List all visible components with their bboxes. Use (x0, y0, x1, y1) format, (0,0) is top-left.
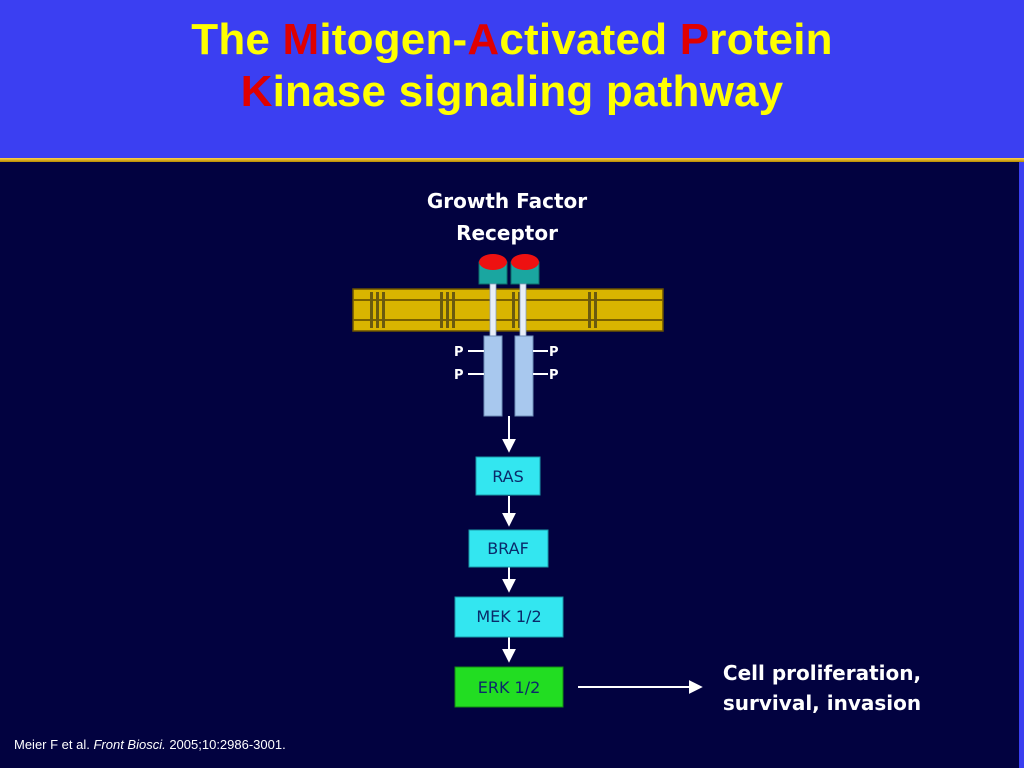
receptor-label-line2: Receptor (456, 221, 558, 245)
node-erk: ERK 1/2 (454, 666, 564, 708)
receptor-extracellular-domain-left (478, 254, 508, 285)
receptor-label-line1: Growth Factor (427, 189, 587, 213)
slide-title: The Mitogen-Activated Protein Kinase sig… (0, 14, 1024, 118)
citation-details: 2005;10:2986-3001. (165, 737, 286, 752)
header-divider (0, 158, 1024, 162)
node-ras-label: RAS (492, 467, 524, 486)
title-text-segment: rotein (709, 15, 833, 64)
phospho-label: P (454, 345, 464, 360)
cell-membrane (352, 288, 664, 332)
title-text-segment: The (191, 15, 283, 64)
phospho-label: P (549, 368, 559, 383)
phospho-label: P (454, 368, 464, 383)
title-highlight-letter: P (679, 15, 710, 64)
node-erk-label: ERK 1/2 (478, 678, 541, 697)
phospho-label: P (549, 345, 559, 360)
receptor-extracellular-domain-right (510, 254, 540, 285)
panel-edge (1019, 162, 1024, 768)
title-text-segment: ctivated (499, 15, 680, 64)
receptor-dimer (478, 254, 540, 417)
node-mek-label: MEK 1/2 (476, 607, 541, 626)
title-highlight-letter: A (467, 15, 500, 64)
title-text-segment: itogen- (319, 15, 468, 64)
receptor-intracellular-right (514, 335, 534, 417)
node-mek: MEK 1/2 (454, 596, 564, 638)
outcome-label-line2: survival, invasion (723, 691, 921, 715)
title-highlight-letter: K (240, 67, 273, 116)
title-highlight-letter: M (282, 15, 320, 64)
title-text-segment: inase signaling pathway (272, 67, 784, 116)
citation-authors: Meier F et al. (14, 737, 94, 752)
citation: Meier F et al. Front Biosci. 2005;10:298… (14, 737, 286, 752)
slide-header: The Mitogen-Activated Protein Kinase sig… (0, 0, 1024, 158)
phosphorylation-sites: P P P P (454, 345, 559, 383)
node-braf-label: BRAF (487, 539, 529, 558)
outcome-label-line1: Cell proliferation, (723, 661, 921, 685)
node-braf: BRAF (468, 529, 549, 568)
title-line-2: Kinase signaling pathway (0, 66, 1024, 118)
receptor-intracellular-left (483, 335, 503, 417)
citation-journal: Front Biosci. (93, 737, 166, 752)
node-ras: RAS (475, 456, 541, 496)
title-line-1: The Mitogen-Activated Protein (0, 14, 1024, 66)
